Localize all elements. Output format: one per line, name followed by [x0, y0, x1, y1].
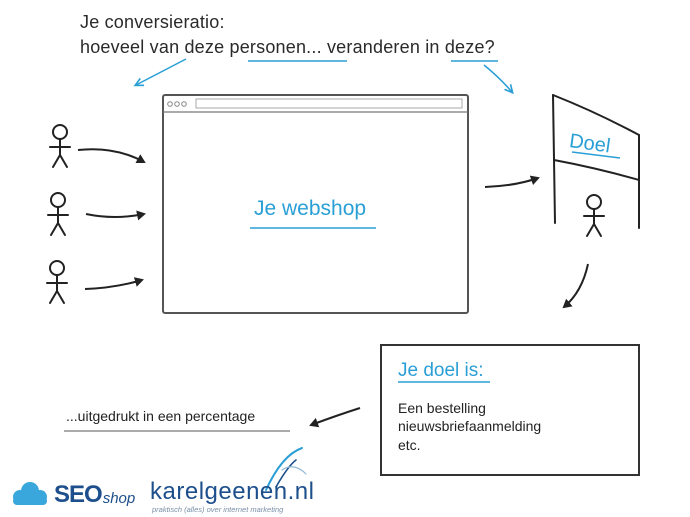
goal-item-newsletter: nieuwsbriefaanmelding — [398, 418, 542, 434]
pointer-arrow-right — [483, 64, 512, 92]
seoshop-logo: SEO shop — [8, 480, 135, 510]
browser-window-icon — [162, 94, 469, 314]
stick-figure-icon — [46, 260, 68, 304]
swoosh-icon — [265, 447, 307, 491]
karelgeenen-brand: karelgeenen.nl — [150, 478, 315, 505]
pointer-arrow-left — [136, 58, 187, 85]
flag-icon — [552, 94, 640, 229]
goal-box-title: Je doel is: — [398, 360, 484, 381]
heading-line-1: Je conversieratio: — [80, 12, 225, 32]
stick-figure-icon — [49, 124, 71, 168]
seoshop-suffix: shop — [102, 489, 136, 507]
underline-doel — [571, 151, 621, 159]
arrow-icon — [309, 407, 361, 428]
karelgeenen-logo: karelgeenen.nl — [150, 478, 314, 506]
arrow-icon — [562, 263, 589, 309]
stick-figure-icon — [47, 192, 69, 236]
heading-line-2: hoeveel van deze personen... veranderen … — [80, 37, 495, 57]
arrow-icon — [484, 175, 540, 188]
arrow-icon — [77, 148, 146, 163]
goal-item-order: Een bestelling — [398, 400, 486, 416]
stick-figure-icon — [583, 194, 605, 237]
percentage-text: ...uitgedrukt in een percentage — [66, 408, 256, 424]
seoshop-brand: SEO — [54, 481, 103, 508]
goal-item-etc: etc. — [398, 437, 421, 453]
webshop-label: Je webshop — [254, 197, 367, 220]
arrow-icon — [84, 277, 144, 290]
goal-box — [380, 344, 640, 476]
karelgeenen-tagline: praktisch (alles) over internet marketin… — [152, 505, 284, 514]
arrow-icon — [85, 210, 146, 221]
cloud-icon — [13, 482, 47, 505]
